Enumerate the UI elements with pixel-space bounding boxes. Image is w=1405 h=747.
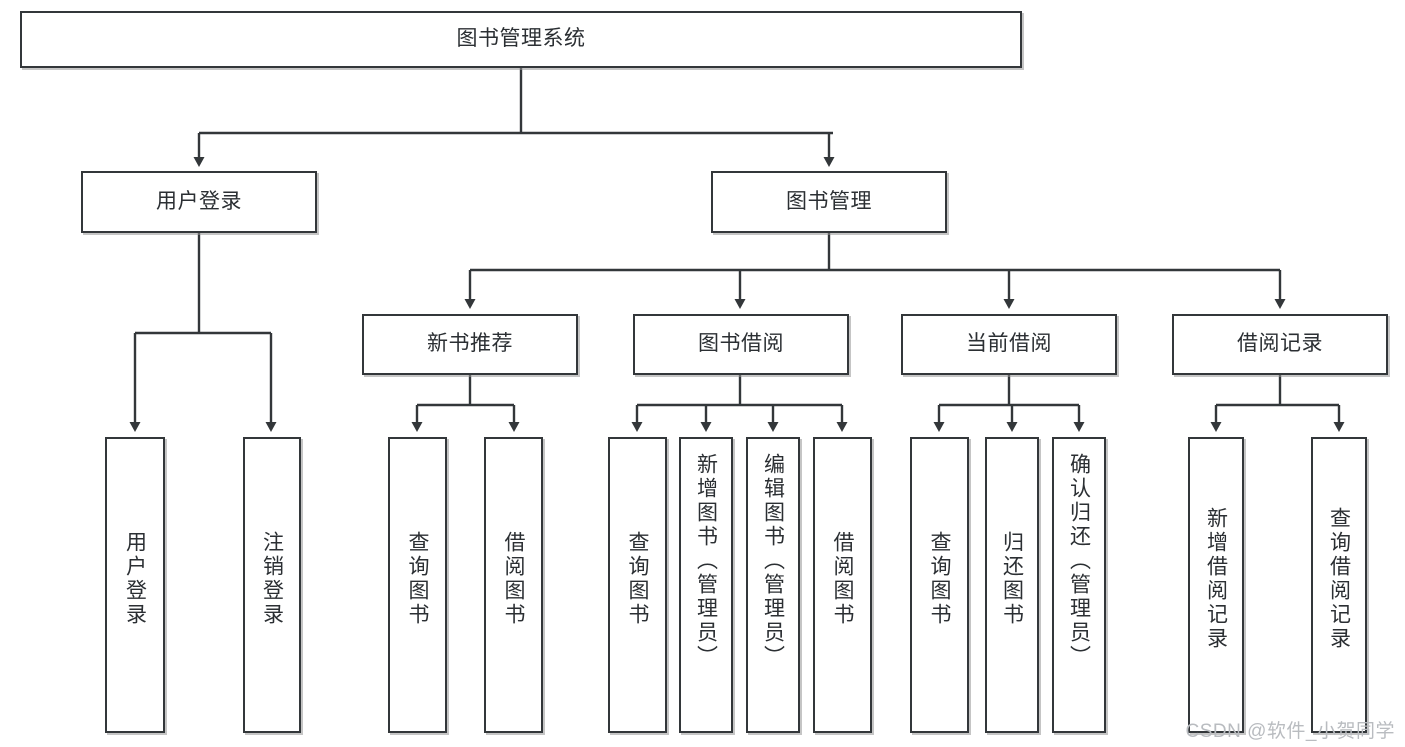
leaf-edit-book-admin[interactable]: 编辑图书（管理员）	[746, 437, 800, 733]
leaf-query-book-current[interactable]: 查询图书	[910, 437, 969, 733]
node-current-borrow-label: 当前借阅	[966, 332, 1052, 356]
node-book-management[interactable]: 图书管理	[711, 171, 947, 233]
leaf-borrow-book-recommend-label: 借阅图书	[502, 531, 525, 627]
node-book-management-label: 图书管理	[786, 189, 872, 213]
leaf-borrow-book-recommend[interactable]: 借阅图书	[484, 437, 543, 733]
leaf-add-borrow-record-label: 新增借阅记录	[1204, 507, 1228, 651]
leaf-user-login[interactable]: 用户登录	[105, 437, 165, 733]
node-new-book-recommend[interactable]: 新书推荐	[362, 314, 578, 375]
node-root-label: 图书管理系统	[456, 27, 586, 51]
leaf-edit-book-admin-label: 编辑图书（管理员）	[761, 453, 785, 669]
leaf-user-logout-label: 注销登录	[260, 531, 284, 627]
leaf-query-book-recommend-label: 查询图书	[406, 531, 429, 627]
leaf-borrow-book[interactable]: 借阅图书	[813, 437, 872, 733]
leaf-user-login-label: 用户登录	[123, 531, 147, 627]
node-borrow-record-label: 借阅记录	[1237, 332, 1323, 356]
leaf-add-borrow-record[interactable]: 新增借阅记录	[1188, 437, 1244, 733]
leaf-confirm-return-admin[interactable]: 确认归还（管理员）	[1052, 437, 1106, 733]
node-current-borrow[interactable]: 当前借阅	[901, 314, 1117, 375]
leaf-query-book-borrow[interactable]: 查询图书	[608, 437, 667, 733]
leaf-add-book-admin-label: 新增图书（管理员）	[694, 453, 718, 669]
leaf-return-book[interactable]: 归还图书	[985, 437, 1039, 733]
leaf-query-borrow-record[interactable]: 查询借阅记录	[1311, 437, 1367, 733]
node-user-login-label: 用户登录	[156, 189, 242, 213]
leaf-borrow-book-label: 借阅图书	[831, 531, 854, 627]
leaf-return-book-label: 归还图书	[1000, 531, 1024, 627]
leaf-query-book-borrow-label: 查询图书	[626, 531, 649, 627]
leaf-add-book-admin[interactable]: 新增图书（管理员）	[679, 437, 733, 733]
node-book-borrow-label: 图书借阅	[698, 332, 784, 356]
node-borrow-record[interactable]: 借阅记录	[1172, 314, 1388, 375]
node-book-borrow[interactable]: 图书借阅	[633, 314, 849, 375]
node-root[interactable]: 图书管理系统	[20, 11, 1022, 68]
leaf-user-logout[interactable]: 注销登录	[243, 437, 301, 733]
leaf-query-borrow-record-label: 查询借阅记录	[1327, 507, 1351, 651]
leaf-query-book-recommend[interactable]: 查询图书	[388, 437, 447, 733]
node-user-login[interactable]: 用户登录	[81, 171, 317, 233]
node-new-book-recommend-label: 新书推荐	[427, 332, 513, 356]
leaf-query-book-current-label: 查询图书	[928, 531, 951, 627]
leaf-confirm-return-admin-label: 确认归还（管理员）	[1067, 453, 1091, 669]
watermark: CSDN @软件_小贺同学	[1185, 721, 1395, 742]
